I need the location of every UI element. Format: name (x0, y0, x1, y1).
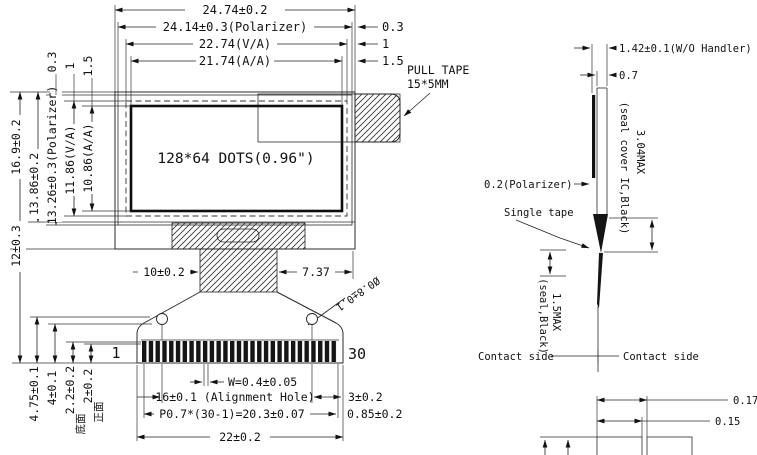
dim-width-va: 22.74(V/A) (199, 37, 271, 51)
pull-tape-tab (354, 93, 401, 143)
side-view: 1.42±0.1(W/O Handler) 0.7 (seal cover IC… (478, 43, 752, 372)
fpc-stem (199, 248, 278, 293)
dim-edge-3: 3±0.2 (348, 390, 383, 404)
seal-wedge (593, 214, 608, 253)
dim-width-total: 24.74±0.2 (202, 3, 267, 17)
pin-1-label: 1 (111, 344, 120, 362)
dim-tail-2-side-label: 正面 (93, 402, 105, 423)
pull-tape-label-line2: 15*5MM (407, 77, 449, 91)
seal-bottom-label: (seal,Black) (537, 278, 549, 354)
alignment-hole-right (306, 313, 318, 325)
dim-gap-1: 1 (382, 37, 389, 51)
dim-tail-475: 4.75±0.1 (27, 366, 41, 421)
dim-height-glass: 13.86±0.2 (27, 153, 41, 215)
dim-gap-03: 0.3 (382, 20, 404, 34)
dim-tail-2: 2±0.2 (81, 369, 95, 404)
dim-ic-right: 7.37 (302, 265, 330, 279)
pin-section-right (646, 436, 693, 455)
display-resolution-label: 128*64 DOTS(0.96") (157, 151, 314, 167)
dim-fpc-drop: 12±0.3 (9, 225, 23, 267)
pin-detail-view: 0.17 0.15 (540, 395, 757, 455)
front-view: 24.74±0.2 24.14±0.3(Polarizer) 22.74(V/A… (9, 3, 469, 444)
seal-bottom-max-label: 1.5MAX (550, 293, 562, 332)
dim-pin-pitch: P0.7*(30-1)=20.3±0.07 (159, 407, 304, 421)
pin-row (142, 341, 338, 362)
seal-cover-label: (seal cover IC,Black) (618, 102, 630, 235)
active-area-outline (129, 104, 344, 213)
pin-section-left (596, 436, 643, 455)
dim-height-polarizer: 13.26±0.3(Polarizer) (45, 86, 59, 224)
dim-glass-thickness: 0.7 (619, 70, 638, 82)
dim-left-gap-1: 1 (63, 62, 77, 69)
single-tape-label: Single tape (504, 207, 574, 219)
fpc-tail-outline (136, 291, 344, 364)
side-polarizer-layer (592, 95, 596, 178)
pull-tape-label-line1: PULL TAPE (407, 63, 469, 77)
dim-alignment-hole: 16±0.1 (Alignment Hole) (155, 390, 314, 404)
dim-ic-left: 10±0.2 (143, 265, 185, 279)
alignment-hole-left (156, 313, 168, 325)
dim-left-gap-15: 1.5 (81, 56, 95, 77)
dim-tail-4: 4±0.1 (45, 371, 59, 406)
viewing-area-outline (125, 100, 348, 217)
dim-width-polarizer: 24.14±0.3(Polarizer) (163, 20, 308, 34)
seal-max-label: 3.04MAX (634, 130, 646, 175)
ic-marking (216, 228, 260, 243)
contact-side-left-label: Contact side (478, 351, 554, 363)
dim-tail-22-side-label: 底面 (74, 414, 87, 435)
dim-width-aa: 21.74(A/A) (199, 54, 271, 68)
dim-detail-015: 0.15 (715, 416, 740, 428)
dim-height-aa: 10.86(A/A) (81, 123, 95, 192)
dim-tail-22: 2.2±0.2 (63, 366, 77, 414)
dim-thickness: 1.42±0.1(W/O Handler) (619, 43, 752, 55)
side-polarizer-label: 0.2(Polarizer) (484, 179, 573, 191)
contact-side-right-label: Contact side (623, 351, 699, 363)
dim-height-total: 16.9±0.2 (9, 119, 23, 174)
driver-ic-block (171, 222, 306, 250)
dim-pin-width: W=0.4±0.05 (228, 375, 297, 389)
dim-hole-diameter: Ø0.8±0.1 (334, 274, 382, 313)
dim-fpc-width: 22±0.2 (219, 430, 261, 444)
pin-30-label: 30 (348, 345, 366, 363)
seal-sliver (597, 253, 603, 308)
dim-edge-085: 0.85±0.2 (347, 407, 402, 421)
dim-gap-15: 1.5 (382, 54, 404, 68)
dim-left-gap-03: 0.3 (45, 52, 59, 73)
dim-height-va: 11.86(V/A) (63, 125, 77, 194)
dim-detail-017: 0.17 (733, 395, 757, 407)
